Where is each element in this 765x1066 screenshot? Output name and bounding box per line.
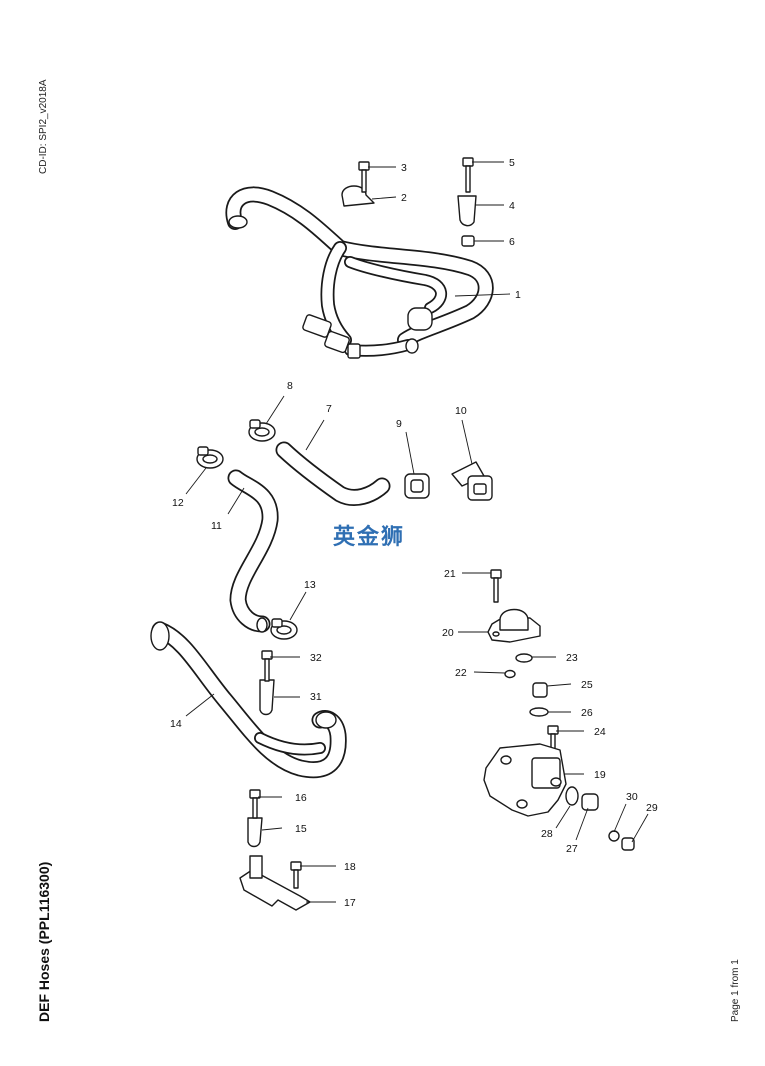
clamp-12	[196, 446, 224, 469]
o-ring-22	[504, 669, 516, 679]
callout-6: 6	[509, 236, 515, 248]
callout-28: 28	[541, 828, 553, 840]
bolt-3	[358, 161, 370, 193]
plate-17	[239, 855, 311, 911]
bolt-5	[462, 157, 474, 193]
callout-21: 21	[444, 568, 456, 580]
callout-32: 32	[310, 652, 322, 664]
callout-31: 31	[310, 691, 322, 703]
watermark-logo: 英金狮	[333, 525, 406, 550]
callout-14: 14	[170, 718, 182, 730]
callout-10: 10	[455, 405, 467, 417]
bolt-32	[261, 650, 273, 682]
plug-25	[532, 682, 548, 698]
callout-4: 4	[509, 200, 515, 212]
callout-22: 22	[455, 667, 467, 679]
callout-5: 5	[509, 157, 515, 169]
callout-12: 12	[172, 497, 184, 509]
manifold-19	[483, 743, 567, 817]
callout-30: 30	[626, 791, 638, 803]
callout-24: 24	[594, 726, 606, 738]
bolt-21	[490, 569, 502, 603]
callout-19: 19	[594, 769, 606, 781]
connector-9	[404, 473, 430, 499]
callout-1: 1	[515, 289, 521, 301]
callout-17: 17	[344, 897, 356, 909]
nut-6	[461, 235, 475, 247]
o-ring-28	[565, 786, 579, 806]
callout-25: 25	[581, 679, 593, 691]
callout-20: 20	[442, 627, 454, 639]
callout-11: 11	[211, 520, 222, 532]
clip-4	[457, 195, 477, 227]
o-ring-26	[529, 707, 549, 717]
callout-3: 3	[401, 162, 407, 174]
bracket-31	[259, 679, 275, 716]
callout-26: 26	[581, 707, 593, 719]
bolt-18	[290, 861, 302, 889]
hose-11	[227, 469, 279, 633]
plug-27	[581, 793, 599, 811]
o-ring-23	[515, 653, 533, 663]
callout-29: 29	[646, 802, 658, 814]
clamp-8	[248, 419, 276, 442]
plug-29	[621, 837, 635, 851]
callout-7: 7	[326, 403, 332, 415]
hose-14	[150, 621, 347, 779]
hose-7	[275, 441, 391, 506]
cover-20	[487, 608, 541, 643]
bracket-15	[247, 817, 263, 848]
callout-16: 16	[295, 792, 307, 804]
elbow-10	[451, 461, 493, 501]
callout-numbers: 1 2 3 4 5 6 7 8 9 10 11 12 13 14 15 16 1…	[170, 157, 658, 909]
callout-15: 15	[295, 823, 307, 835]
leader-lines	[185, 161, 649, 903]
callout-18: 18	[344, 861, 356, 873]
bolt-16	[249, 789, 261, 819]
o-ring-30	[608, 830, 620, 842]
callout-9: 9	[396, 418, 402, 430]
clamp-13	[270, 618, 298, 640]
callout-27: 27	[566, 843, 578, 855]
callout-8: 8	[287, 380, 293, 392]
callout-2: 2	[401, 192, 407, 204]
callout-13: 13	[304, 579, 316, 591]
hose-1-assembly	[225, 186, 494, 359]
callout-23: 23	[566, 652, 578, 664]
clip-2	[341, 185, 375, 207]
